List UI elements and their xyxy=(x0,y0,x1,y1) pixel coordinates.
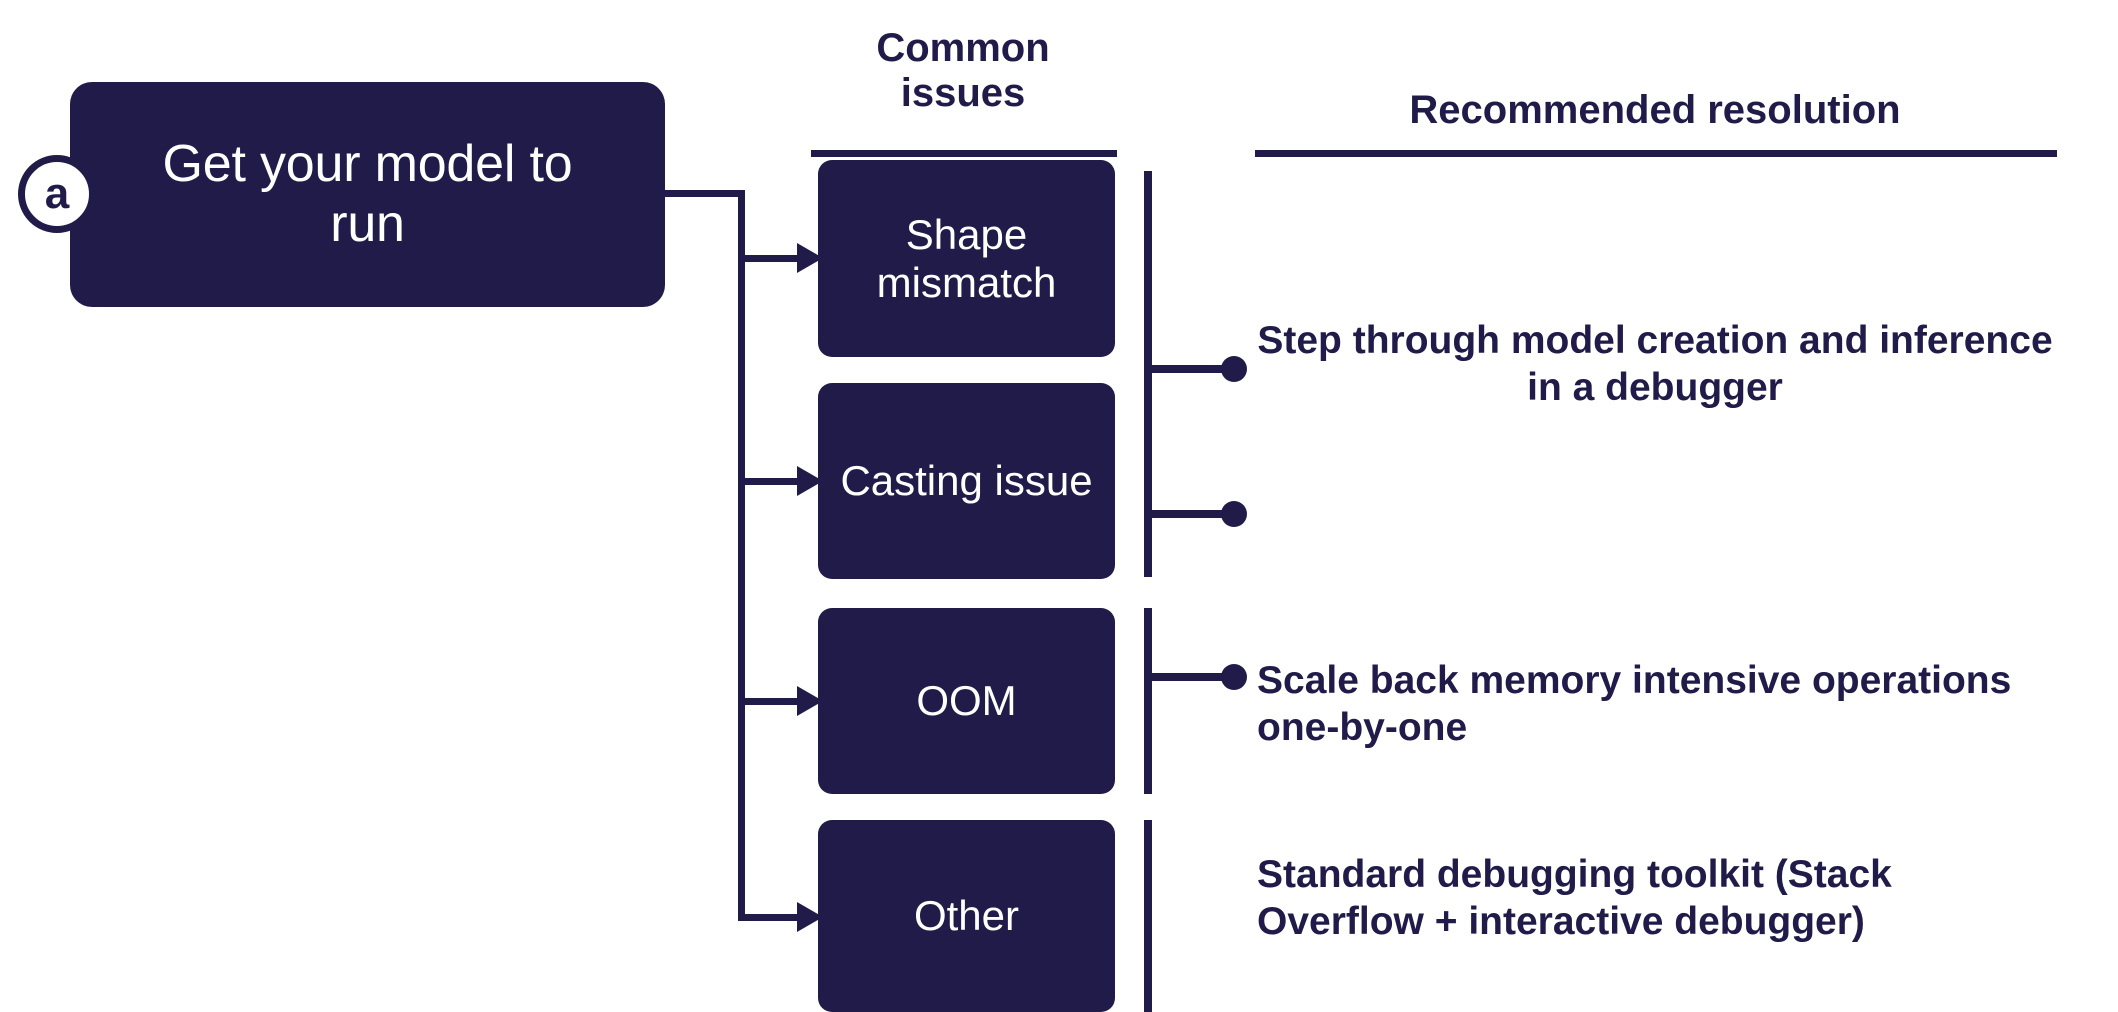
issue-node-other[interactable]: Other xyxy=(818,820,1115,1012)
issue-node-label: Other xyxy=(913,892,1020,940)
resolution-text-memory: Scale back memory intensive operations o… xyxy=(1257,659,2012,749)
bracket-group-debugger xyxy=(1144,171,1152,577)
connector-branch-arm-other xyxy=(745,914,800,921)
column-header-recommended-resolution: Recommended resolution xyxy=(1409,88,1901,132)
bracket-group-toolkit xyxy=(1144,820,1152,1012)
resolution-text-toolkit: Standard debugging toolkit (Stack Overfl… xyxy=(1257,853,1892,943)
column-rule-recommended-resolution xyxy=(1255,150,2057,157)
leader-dot-icon-toolkit xyxy=(1221,664,1247,690)
leader-dot-icon-memory xyxy=(1221,501,1247,527)
resolution-text-debugger: Step through model creation and inferenc… xyxy=(1257,319,2053,409)
connector-branch-arm-casting-issue xyxy=(745,478,800,485)
bracket-group-memory xyxy=(1144,608,1152,794)
issue-node-shape-mismatch[interactable]: Shape mismatch xyxy=(818,160,1115,357)
issue-node-label: Shape mismatch xyxy=(876,211,1057,306)
connector-branch-arm-shape-mismatch xyxy=(745,255,800,262)
issue-node-label: OOM xyxy=(916,677,1017,725)
column-header-common-issues: Common issues xyxy=(876,26,1050,116)
connector-trunk-stub xyxy=(665,190,745,197)
issue-node-label: Casting issue xyxy=(840,457,1093,505)
leader-line-toolkit xyxy=(1150,673,1230,681)
column-rule-common-issues xyxy=(811,150,1117,157)
stage-node-get-model-to-run[interactable]: Get your model to run xyxy=(70,82,665,307)
connector-branch-arm-oom xyxy=(745,698,800,705)
connector-trunk-vertical xyxy=(738,190,745,921)
leader-dot-icon-debugger xyxy=(1221,356,1247,382)
issue-node-casting-issue[interactable]: Casting issue xyxy=(818,383,1115,579)
stage-node-label: Get your model to run xyxy=(162,135,573,253)
issue-node-oom[interactable]: OOM xyxy=(818,608,1115,794)
leader-line-debugger xyxy=(1150,365,1230,373)
leader-line-memory xyxy=(1150,510,1230,518)
stage-badge-label: a xyxy=(44,169,70,218)
stage-badge: a xyxy=(18,155,96,233)
